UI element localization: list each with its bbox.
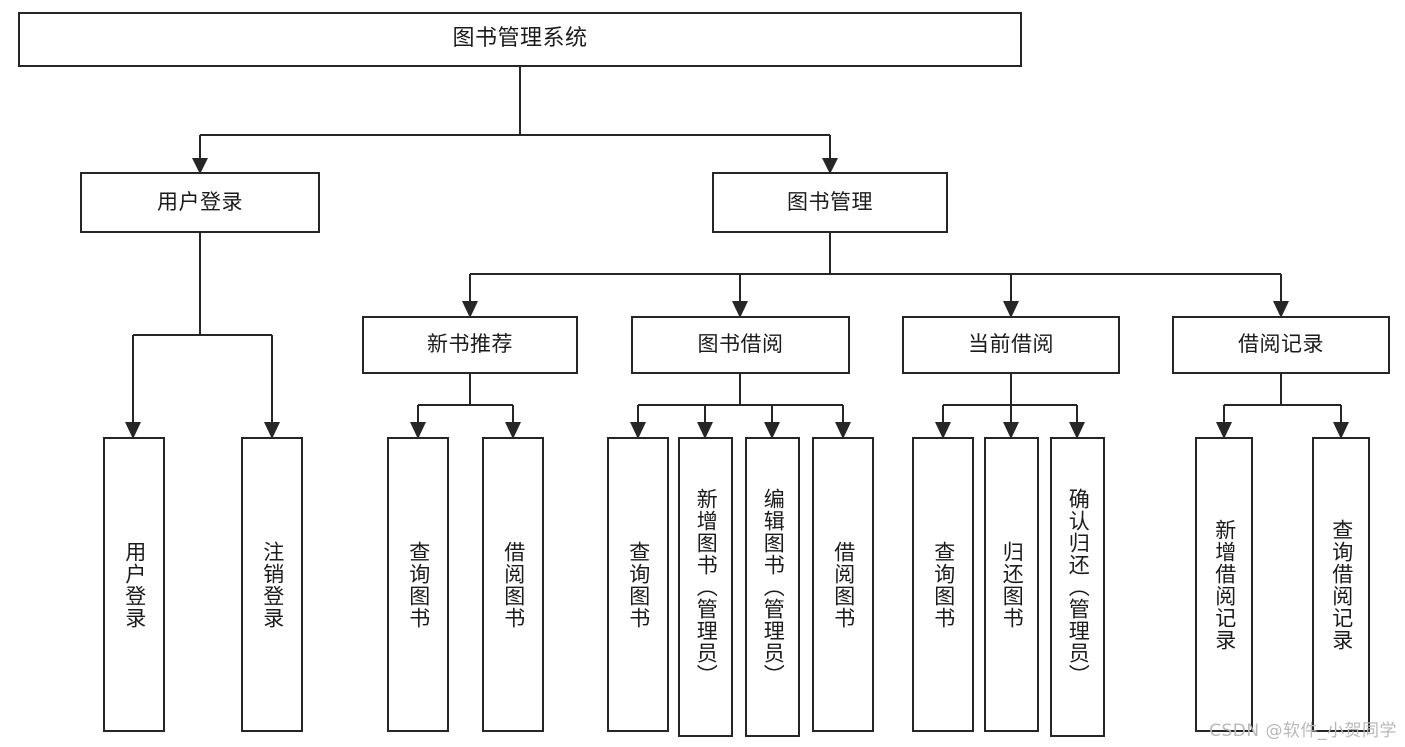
node-book-borrowing[interactable]: 图书借阅 xyxy=(631,316,850,374)
leaf-confirm-return-admin[interactable]: 确认归还（管理员） xyxy=(1050,437,1105,737)
node-user-login-module[interactable]: 用户登录 xyxy=(80,172,320,233)
leaf-query-borrowing-record[interactable]: 查询借阅记录 xyxy=(1312,437,1370,732)
leaf-return-books[interactable]: 归还图书 xyxy=(984,437,1039,732)
node-current-borrowing[interactable]: 当前借阅 xyxy=(902,316,1120,374)
node-book-management-module[interactable]: 图书管理 xyxy=(712,172,948,233)
node-borrowing-records[interactable]: 借阅记录 xyxy=(1172,316,1390,374)
leaf-query-books-current[interactable]: 查询图书 xyxy=(912,437,974,732)
leaf-logout[interactable]: 注销登录 xyxy=(241,437,303,732)
leaf-add-borrowing-record[interactable]: 新增借阅记录 xyxy=(1195,437,1253,732)
leaf-query-books-recommendation[interactable]: 查询图书 xyxy=(387,437,449,732)
csdn-watermark: CSDN @软件_小贺同学 xyxy=(1209,721,1397,741)
leaf-user-login[interactable]: 用户登录 xyxy=(103,437,165,732)
leaf-borrow-books-recommendation[interactable]: 借阅图书 xyxy=(482,437,544,732)
leaf-edit-book-admin[interactable]: 编辑图书（管理员） xyxy=(745,437,800,737)
node-new-book-recommendation[interactable]: 新书推荐 xyxy=(362,316,578,374)
node-root-system[interactable]: 图书管理系统 xyxy=(18,12,1022,67)
leaf-query-books-borrowing[interactable]: 查询图书 xyxy=(607,437,669,732)
leaf-add-book-admin[interactable]: 新增图书（管理员） xyxy=(678,437,733,737)
leaf-borrow-books[interactable]: 借阅图书 xyxy=(812,437,874,732)
